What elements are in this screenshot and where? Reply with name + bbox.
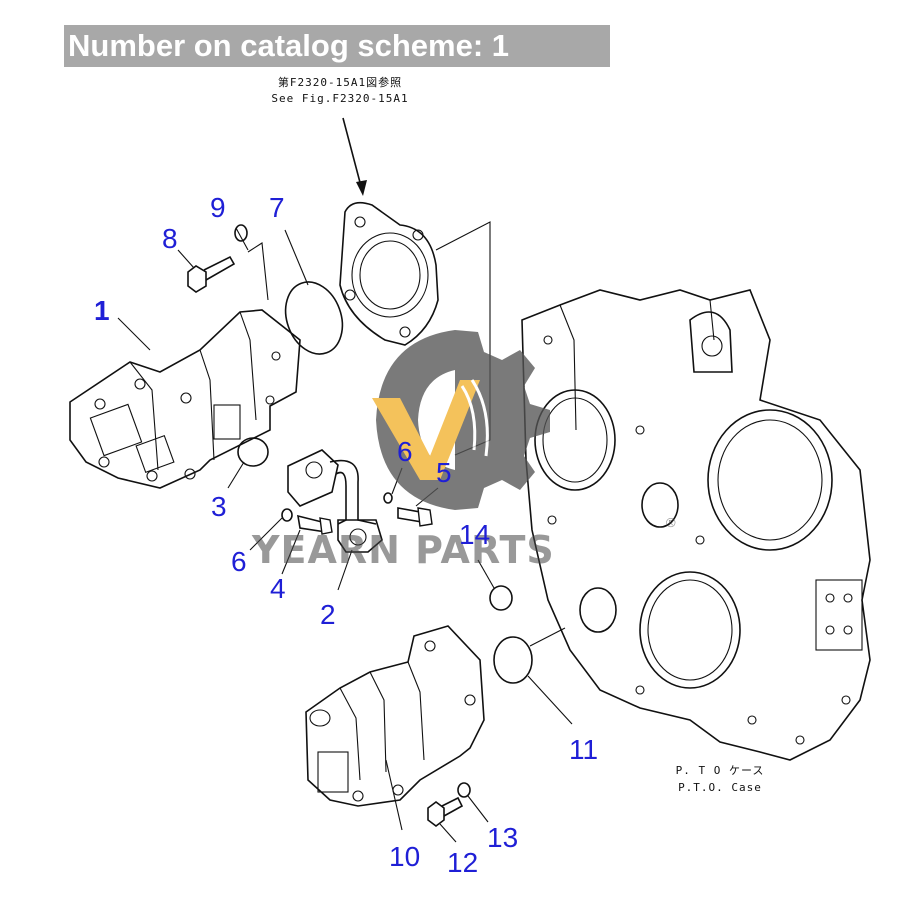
callout-2[interactable]: 2 bbox=[320, 599, 336, 630]
pto-case-label-jp: P. T O ケース bbox=[675, 764, 765, 777]
bolt-line-8 bbox=[247, 242, 269, 301]
watermark-registered-mark: ® bbox=[666, 515, 676, 530]
leader-2 bbox=[337, 549, 353, 591]
callout-14[interactable]: 14 bbox=[459, 519, 491, 550]
callout-13[interactable]: 13 bbox=[487, 822, 519, 853]
bolt-12 bbox=[427, 796, 464, 827]
callout-10[interactable]: 10 bbox=[389, 841, 421, 872]
bolt-5 bbox=[397, 507, 433, 527]
figure-reference-en: See Fig.F2320-15A1 bbox=[271, 92, 409, 105]
callout-6-lower[interactable]: 6 bbox=[231, 546, 247, 577]
callout-11[interactable]: 11 bbox=[569, 734, 599, 765]
washer-13 bbox=[457, 782, 471, 798]
callout-6-upper[interactable]: 6 bbox=[397, 436, 413, 467]
leader-12 bbox=[439, 823, 457, 843]
washer-9 bbox=[234, 224, 248, 242]
o-ring-7 bbox=[284, 281, 344, 355]
leader-6-lower bbox=[249, 517, 283, 551]
watermark-brand: YEARN PARTS bbox=[252, 528, 555, 572]
washer-6-lower bbox=[281, 508, 293, 522]
callout-5[interactable]: 5 bbox=[436, 457, 452, 488]
bolt-4 bbox=[297, 514, 333, 535]
leader-1 bbox=[117, 317, 151, 351]
o-ring-11 bbox=[493, 636, 533, 684]
watermark-logo bbox=[372, 330, 550, 510]
pto-case bbox=[521, 289, 871, 761]
callout-9[interactable]: 9 bbox=[210, 192, 226, 223]
leader-3 bbox=[227, 461, 245, 489]
catalog-scheme-banner: Number on catalog scheme: 1 bbox=[64, 25, 610, 67]
leader-10 bbox=[385, 759, 403, 831]
callout-3[interactable]: 3 bbox=[211, 491, 227, 522]
callout-8[interactable]: 8 bbox=[162, 223, 178, 254]
leader-8 bbox=[177, 249, 195, 269]
callout-7[interactable]: 7 bbox=[269, 192, 285, 223]
leader-11 bbox=[527, 675, 573, 725]
callout-1[interactable]: 1 bbox=[94, 295, 110, 326]
pto-case-label-en: P.T.O. Case bbox=[678, 781, 762, 794]
pto-case-label: P. T O ケース P.T.O. Case bbox=[640, 762, 800, 796]
leader-13 bbox=[467, 795, 489, 823]
tube-2 bbox=[287, 449, 383, 553]
hydraulic-pump-1 bbox=[69, 309, 301, 489]
reference-arrow-head bbox=[356, 180, 367, 196]
bolt-8 bbox=[187, 255, 236, 293]
reference-arrow-line bbox=[342, 117, 363, 191]
callout-12[interactable]: 12 bbox=[447, 847, 479, 878]
o-ring-14 bbox=[489, 585, 513, 611]
callout-4[interactable]: 4 bbox=[270, 573, 286, 604]
o-ring-3 bbox=[237, 437, 269, 467]
leader-11-to-case bbox=[529, 627, 566, 647]
leader-4 bbox=[281, 529, 301, 575]
washer-6-upper bbox=[383, 492, 393, 504]
leader-9 bbox=[235, 227, 249, 251]
figure-reference-jp: 第F2320-15A1図参照 bbox=[277, 76, 403, 89]
figure-reference: 第F2320-15A1図参照 See Fig.F2320-15A1 bbox=[240, 75, 440, 107]
leader-7 bbox=[284, 229, 309, 286]
hydraulic-pump-10 bbox=[305, 625, 485, 807]
leader-14 bbox=[477, 559, 495, 589]
